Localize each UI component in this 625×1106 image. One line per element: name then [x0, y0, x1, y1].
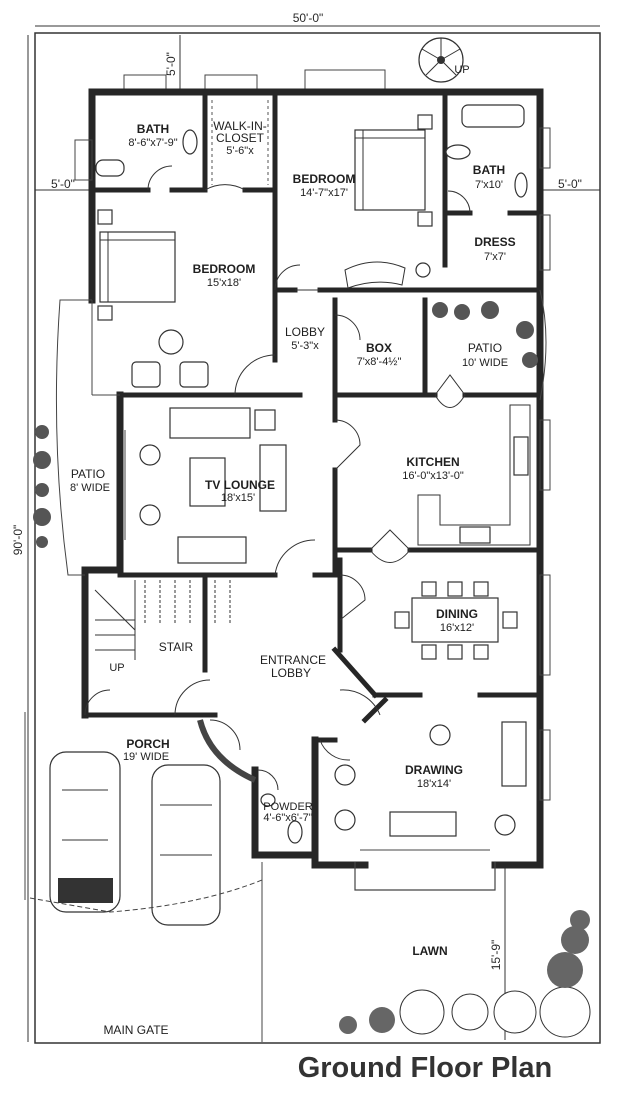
kitchen-counter [417, 404, 531, 546]
bath-left-title: BATH [137, 122, 169, 136]
window [539, 127, 551, 169]
patio-left-edge [55, 299, 92, 576]
right-setback-label: 5'-0" [558, 177, 582, 191]
interior-walls [82, 89, 543, 743]
patio-right-title: PATIO [468, 341, 502, 355]
powder-title: POWDER [263, 801, 313, 813]
bath-left-fixtures [95, 129, 198, 177]
bath-right-size: 7'x10' [475, 179, 503, 191]
powder-fixture [287, 820, 303, 844]
patio-right-size: 10' WIDE [462, 357, 508, 369]
box-size: 7'x8'-4½" [357, 356, 402, 368]
entrance-lobby-title: ENTRANCE [260, 653, 326, 667]
stair-treads [94, 580, 231, 660]
drawing-size: 18'x14' [417, 778, 451, 790]
doors [84, 165, 471, 791]
lobby-title: LOBBY [285, 325, 325, 339]
box-title: BOX [366, 341, 392, 355]
bedroom-left-size: 15'x18' [207, 277, 241, 289]
bedroom-left-title: BEDROOM [193, 262, 256, 276]
bed-left [97, 209, 209, 388]
bath-right-title: BATH [473, 163, 505, 177]
tv-lounge-furniture [124, 407, 287, 564]
window [74, 139, 93, 181]
top-dimension-label: 50'-0" [293, 11, 324, 25]
patio-right-edge [539, 289, 547, 401]
window [539, 214, 551, 271]
stair-up-label: UP [109, 662, 124, 674]
drawing-title: DRAWING [405, 763, 463, 777]
powder-basin [260, 793, 276, 807]
bath-right-fixtures [445, 104, 528, 198]
bath-left-size: 8'-6"x7'-9" [128, 137, 177, 149]
bedroom-master-size: 14'-7"x17' [300, 187, 348, 199]
window [539, 574, 551, 676]
stair-title: STAIR [159, 640, 194, 654]
landscape-plants [33, 301, 591, 1038]
patio-left-size: 8' WIDE [70, 482, 110, 494]
powder-size: 4'-6"x6'-7" [263, 812, 312, 824]
bed [344, 114, 433, 289]
dress-size: 7'x7' [484, 251, 506, 263]
car-left [49, 751, 121, 913]
entrance-curve [197, 719, 257, 783]
drawing-furniture [334, 721, 527, 837]
closet-shelves [211, 100, 269, 185]
kitchen-title: KITCHEN [406, 455, 459, 469]
tv-lounge-title: TV LOUNGE [205, 478, 275, 492]
dining-title: DINING [436, 607, 478, 621]
side-dimension-label: 90'-0" [11, 525, 25, 556]
closet-size: 5'-6"x [226, 145, 254, 157]
car-right [151, 764, 221, 926]
plot-boundary [34, 32, 601, 1044]
lawn-title: LAWN [412, 944, 447, 958]
dining-size: 16'x12' [440, 622, 474, 634]
bedroom-master-title: BEDROOM [293, 172, 356, 186]
porch-size: 19' WIDE [123, 751, 169, 763]
lobby-size: 5'-3"x [291, 340, 319, 352]
dress-title: DRESS [474, 235, 515, 249]
kitchen-size: 16'-0"x13'-0" [402, 470, 464, 482]
front-setback-label: 15'-9" [489, 940, 503, 971]
porch-curve [29, 879, 263, 913]
main-gate-label: MAIN GATE [103, 1023, 168, 1037]
porch-title: PORCH [126, 737, 169, 751]
exterior-walls [81, 88, 544, 869]
page-title: Ground Floor Plan [298, 1052, 553, 1084]
closet-title: WALK-IN- [213, 119, 267, 133]
window [539, 729, 551, 801]
closet-title-2: CLOSET [216, 131, 265, 145]
tv-lounge-size: 18'x15' [221, 492, 255, 504]
dining-table [394, 581, 518, 660]
window [539, 419, 551, 491]
drawing-bay-window [354, 862, 496, 891]
rear-setback-label: 5'-0" [164, 52, 178, 76]
left-setback-label: 5'-0" [51, 177, 75, 191]
patio-left-title: PATIO [71, 467, 105, 481]
entrance-lobby-title-2: LOBBY [271, 666, 311, 680]
spiral-stair: UP [418, 37, 470, 83]
svg-text:UP: UP [454, 64, 469, 76]
